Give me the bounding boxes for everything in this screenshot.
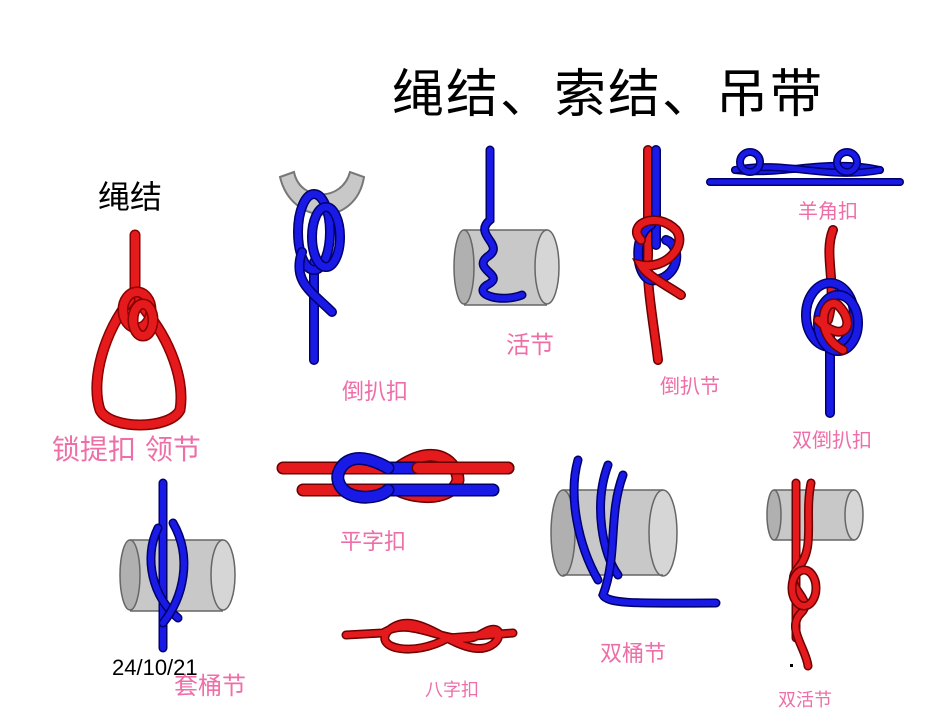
double-barrel-hitch-icon xyxy=(550,455,721,608)
knot-label: 锁提扣 领节 xyxy=(52,433,201,466)
reef-knot-icon xyxy=(276,448,515,504)
knot-label: 倒扒扣 xyxy=(342,380,409,405)
figure-eight-knot-icon xyxy=(341,618,518,654)
reversed-hitch-knot-icon xyxy=(631,145,686,365)
slide-title: 绳结、索结、吊带 xyxy=(392,65,825,125)
section-subtitle: 绳结 xyxy=(98,178,163,216)
slip-knot-on-cylinder-icon xyxy=(453,145,560,306)
knot-label: 双倒扒扣 xyxy=(792,428,872,452)
knot-label: 活节 xyxy=(506,331,554,359)
knot-label: 倒扒节 xyxy=(660,374,720,398)
double-slip-knot-icon xyxy=(766,478,864,671)
sheepshank-knot-icon xyxy=(706,148,904,186)
knot-label: 双活节 xyxy=(778,690,832,711)
slide-date: 24/10/21 xyxy=(112,655,198,680)
knot-label: 平字扣 xyxy=(340,530,407,555)
knot-label: 八字扣 xyxy=(425,680,479,701)
barrel-hitch-icon xyxy=(119,478,236,653)
knot-label: 双桶节 xyxy=(600,642,667,667)
double-reversed-hitch-icon xyxy=(801,225,863,418)
knot-label: 羊角扣 xyxy=(798,199,858,223)
clove-hitch-on-ring-icon xyxy=(278,170,366,365)
dot-mark xyxy=(790,664,793,667)
bowline-loop-knot-icon xyxy=(91,229,187,431)
knot-label: 套桶节 xyxy=(174,672,246,700)
